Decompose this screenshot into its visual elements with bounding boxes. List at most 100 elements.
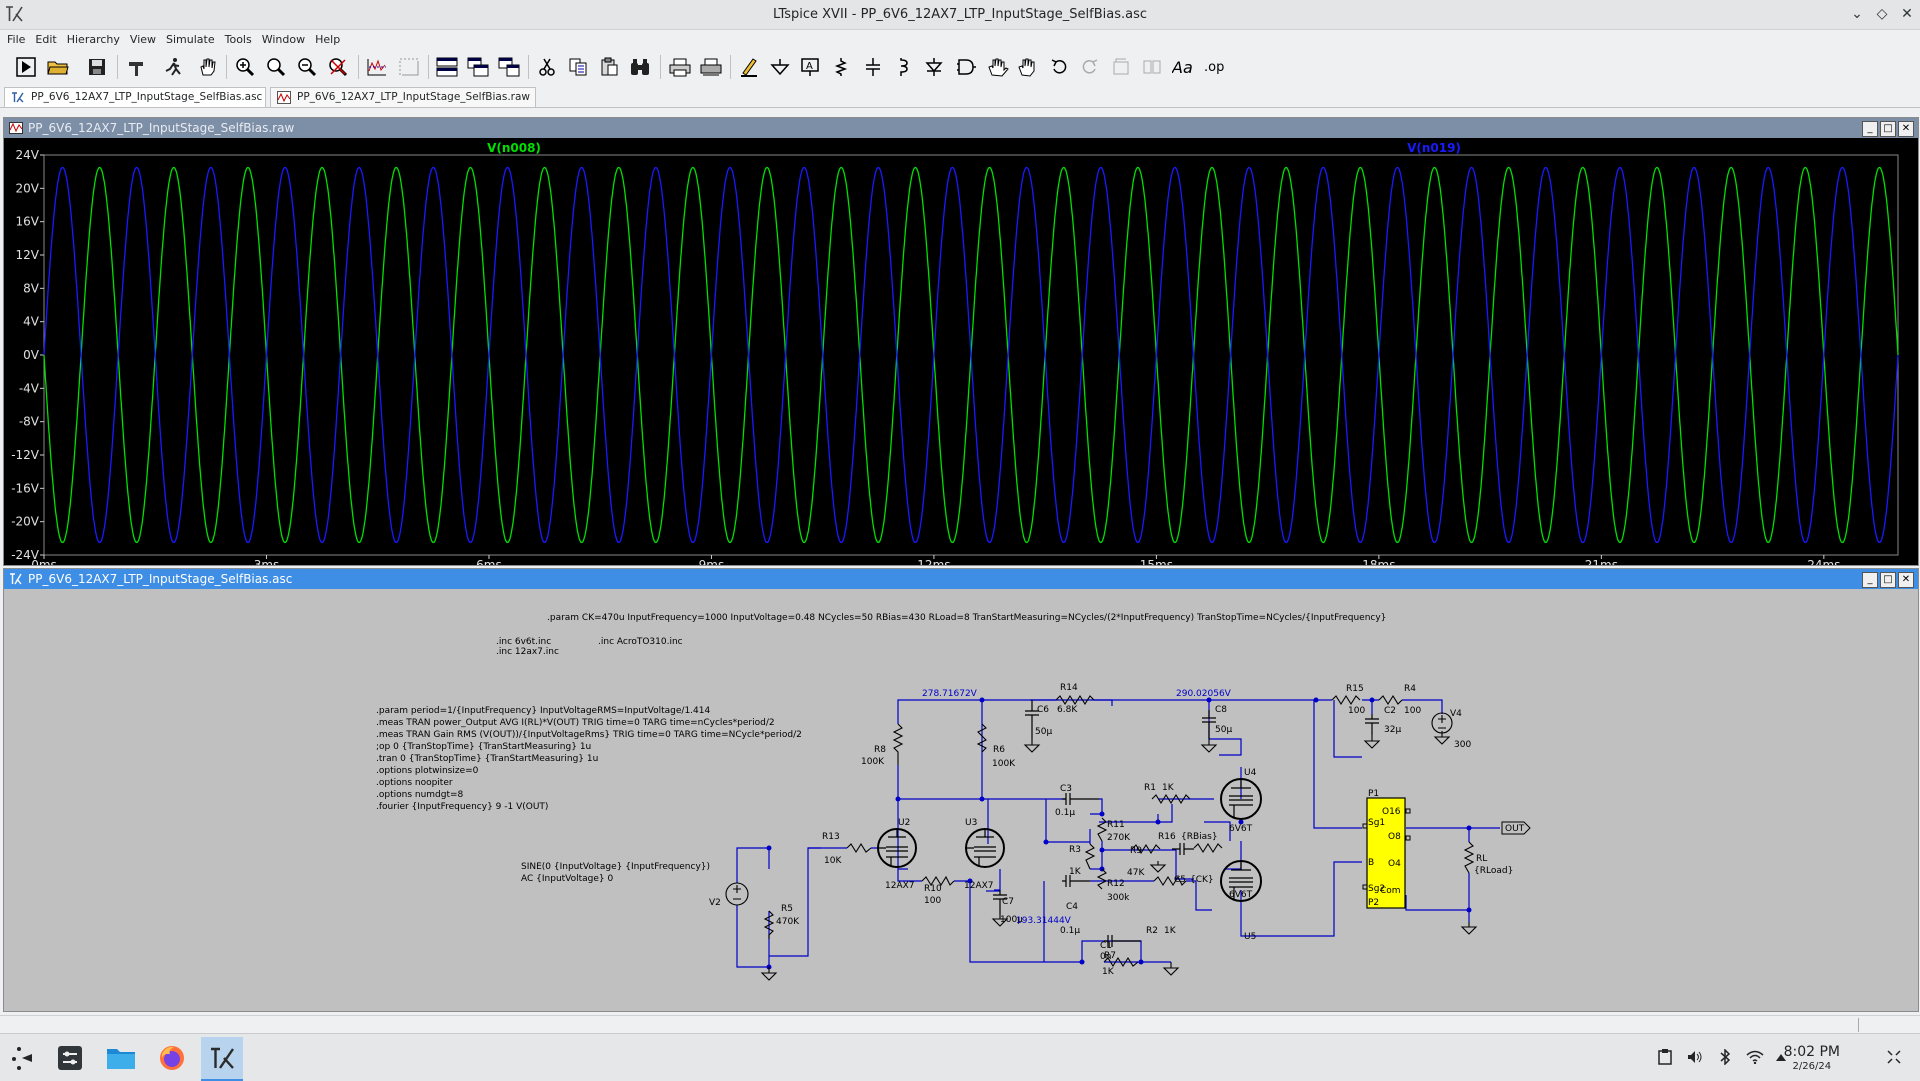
maximize-window-button[interactable]: ◇	[1876, 6, 1888, 22]
tile-horizontal-button[interactable]	[434, 55, 460, 79]
minimize-window-button[interactable]: ⌄	[1851, 6, 1863, 22]
menu-window[interactable]: Window	[261, 33, 306, 46]
diode-button[interactable]	[921, 55, 947, 79]
network-tray-icon[interactable]	[1746, 1048, 1764, 1066]
halt-button[interactable]	[160, 55, 186, 79]
component-button[interactable]	[953, 55, 979, 79]
save-button[interactable]	[84, 55, 110, 79]
menu-help[interactable]: Help	[315, 33, 341, 46]
menu-hierarchy[interactable]: Hierarchy	[66, 33, 120, 46]
copy-button[interactable]	[565, 55, 591, 79]
undo-button[interactable]	[1046, 55, 1072, 79]
menu-file[interactable]: File	[7, 33, 26, 46]
directive-line[interactable]: .options noopiter	[376, 778, 453, 788]
directive-line[interactable]: .options plotwinsize=0	[376, 766, 479, 776]
transformer-pin-O4: O4	[1388, 859, 1401, 869]
move-button[interactable]	[985, 55, 1011, 79]
zoom-fit-button[interactable]	[325, 55, 351, 79]
U2-label: U2	[898, 818, 910, 828]
open-button[interactable]	[45, 55, 71, 79]
tab-waveform[interactable]: PP_6V6_12AX7_LTP_InputStage_SelfBias.raw	[270, 87, 536, 107]
ground-button[interactable]	[767, 55, 793, 79]
schematic-close-button[interactable]: ✕	[1898, 572, 1914, 588]
control-panel-button[interactable]	[124, 55, 150, 79]
grid-button[interactable]	[396, 55, 422, 79]
redo-button[interactable]	[1077, 55, 1103, 79]
taskbar-ltspice[interactable]	[201, 1037, 243, 1081]
tile-vertical-button[interactable]	[496, 55, 522, 79]
clipboard-icon	[1658, 1049, 1672, 1065]
directive-line[interactable]: .param period=1/{InputFrequency} InputVo…	[376, 706, 710, 716]
ltspice-app-icon[interactable]	[4, 4, 24, 24]
directive-line[interactable]: .meas TRAN power_Output AVG I(RL)*V(OUT)…	[376, 718, 775, 728]
R1-value: 1K	[1162, 783, 1175, 793]
clock[interactable]: 8:02 PM 2/26/24	[1784, 1044, 1840, 1072]
bluetooth-tray-icon[interactable]	[1716, 1048, 1734, 1066]
cascade-button[interactable]	[465, 55, 491, 79]
schematic-minimize-button[interactable]: _	[1862, 572, 1878, 588]
inc-directive-12ax7[interactable]: .inc 12ax7.inc	[496, 647, 559, 657]
volume-tray-icon[interactable]	[1686, 1048, 1704, 1066]
print-setup-button[interactable]	[698, 55, 724, 79]
capacitor-button[interactable]	[860, 55, 886, 79]
menu-view[interactable]: View	[129, 33, 157, 46]
waveform-maximize-button[interactable]: □	[1880, 121, 1896, 137]
clock-date: 2/26/24	[1792, 1061, 1832, 1072]
application-launcher-button[interactable]	[2, 1037, 44, 1079]
find-button[interactable]	[627, 55, 653, 79]
show-hidden-tray-button[interactable]	[1772, 1048, 1790, 1066]
drag-button[interactable]	[1015, 55, 1041, 79]
R9-resistor	[1131, 843, 1161, 855]
zoom-out-button[interactable]	[294, 55, 320, 79]
pan-button[interactable]	[194, 55, 220, 79]
cut-button[interactable]	[534, 55, 560, 79]
run-icon	[16, 57, 36, 77]
spice-directive-button[interactable]: .op	[1201, 55, 1227, 79]
peek-desktop-button[interactable]	[1885, 1048, 1903, 1066]
menu-simulate[interactable]: Simulate	[166, 33, 215, 46]
directive-line[interactable]: .tran 0 {TranStopTime} {TranStartMeasuri…	[376, 754, 598, 764]
label-net-button[interactable]: A	[797, 55, 823, 79]
source-ac-spec[interactable]: AC {InputVoltage} 0	[521, 874, 614, 884]
directive-line[interactable]: .fourier {InputFrequency} 9 -1 V(OUT)	[376, 802, 548, 812]
directive-line[interactable]: .options numdgt=8	[376, 790, 464, 800]
draw-wire-button[interactable]	[736, 55, 762, 79]
taskbar-system-settings[interactable]	[49, 1037, 91, 1079]
close-window-button[interactable]: ✕	[1901, 6, 1913, 22]
directive-line[interactable]: .meas TRAN Gain RMS (V(OUT))/{InputVolta…	[376, 730, 802, 740]
autorange-button[interactable]	[364, 55, 390, 79]
inc-directive-6v6t[interactable]: .inc 6v6t.inc	[496, 637, 551, 647]
clipboard-tray-icon[interactable]	[1656, 1048, 1674, 1066]
paste-button[interactable]	[596, 55, 622, 79]
print-button[interactable]	[667, 55, 693, 79]
menu-edit[interactable]: Edit	[35, 33, 57, 46]
taskbar-file-manager[interactable]	[100, 1037, 142, 1079]
schematic-maximize-button[interactable]: □	[1880, 572, 1896, 588]
resistor-button[interactable]	[828, 55, 854, 79]
rotate-button[interactable]	[1108, 55, 1134, 79]
run-button[interactable]	[13, 55, 39, 79]
y-tick-label: -4V	[19, 381, 40, 395]
inc-directive-acro[interactable]: .inc AcroTO310.inc	[598, 637, 683, 647]
R14-value: 6.8K	[1057, 705, 1078, 715]
inductor-button[interactable]	[890, 55, 916, 79]
directive-line[interactable]: ;op 0 {TranStopTime} {TranStartMeasuring…	[376, 742, 591, 752]
mirror-button[interactable]	[1139, 55, 1165, 79]
folder-open-icon	[47, 61, 69, 75]
R6-resistor	[976, 723, 987, 753]
source-sine-spec[interactable]: SINE(0 {InputVoltage} {InputFrequency})	[521, 862, 710, 872]
waveform-close-button[interactable]: ✕	[1898, 121, 1914, 137]
schematic-canvas[interactable]: .param CK=470u InputFrequency=1000 Input…	[4, 589, 1918, 1011]
param-directive[interactable]: .param CK=470u InputFrequency=1000 Input…	[547, 613, 1386, 623]
text-button[interactable]: Aa	[1170, 55, 1196, 79]
menu-tools[interactable]: Tools	[224, 33, 252, 46]
zoom-button[interactable]	[263, 55, 289, 79]
taskbar-firefox[interactable]	[151, 1037, 193, 1079]
C6-capacitor	[1025, 700, 1039, 739]
ground-icon	[770, 59, 790, 76]
and-gate-icon	[957, 59, 976, 75]
waveform-minimize-button[interactable]: _	[1862, 121, 1878, 137]
tab-schematic[interactable]: PP_6V6_12AX7_LTP_InputStage_SelfBias.asc	[4, 87, 266, 107]
waveform-plot[interactable]: 24V20V16V12V8V4V0V-4V-8V-12V-16V-20V-24V…	[4, 138, 1918, 565]
zoom-in-button[interactable]	[232, 55, 258, 79]
